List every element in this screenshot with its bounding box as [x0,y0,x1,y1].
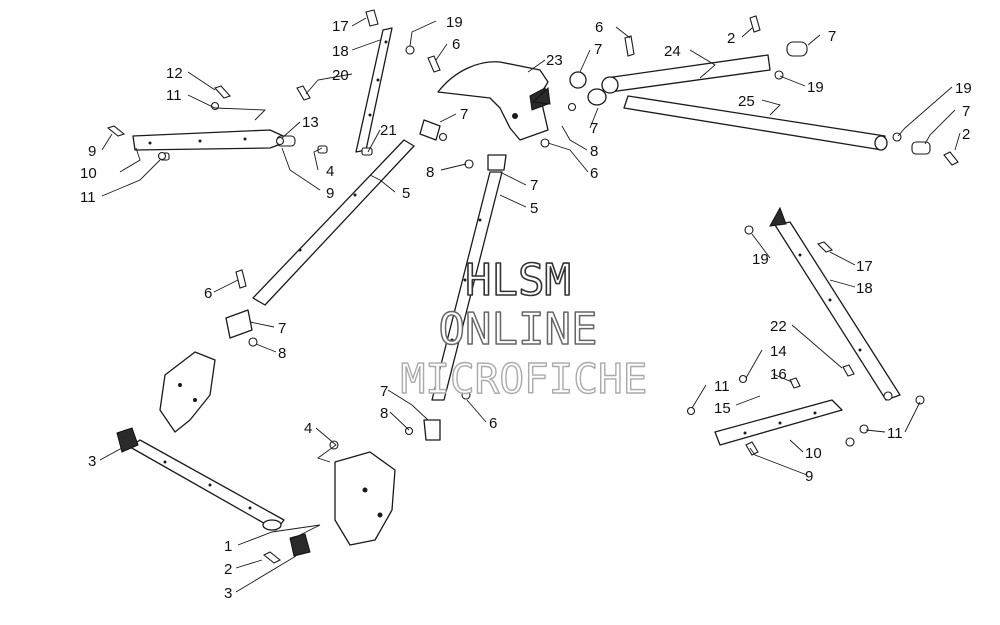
callout-3-lower: 3 [224,585,232,602]
callout-8-bottom: 8 [380,405,388,422]
callout-7-head-lower: 7 [590,120,598,137]
callout-8-left-mid: 8 [278,345,286,362]
callout-19-right: 19 [955,80,972,97]
callout-7-center: 7 [530,177,538,194]
bushing-7a [569,71,587,89]
callout-6-left-mid: 6 [204,285,212,302]
frame-bracket-bottom [334,451,396,546]
callout-2-top-right: 2 [727,30,735,47]
strut-18-right [774,221,901,401]
callout-13: 13 [302,114,319,131]
pointer-arrow-top [531,86,551,105]
callout-7-bottom: 7 [380,383,388,400]
clamp-7-center [487,154,507,171]
callout-19-right-strut: 19 [752,251,769,268]
callout-4-upper: 4 [326,163,334,180]
callout-24: 24 [664,43,681,60]
head-tube-23 [437,61,549,141]
callout-9-right: 9 [805,468,813,485]
frame-bracket-left [159,351,216,433]
callout-11-right: 11 [887,425,903,442]
callout-21: 21 [380,122,397,139]
callout-3-upper: 3 [88,453,96,470]
callout-18-right: 18 [856,280,873,297]
callout-8-center: 8 [426,164,434,181]
watermark-line-1: HLSM [465,255,571,306]
brace-10-lower [714,399,843,446]
callout-11-right-left: 11 [714,378,730,395]
brace-10-upper [132,129,293,151]
callout-11-lower: 11 [80,189,96,206]
callout-10-left: 10 [80,165,97,182]
callout-5-center: 5 [530,200,538,217]
callout-8-head-right: 8 [590,143,598,160]
bar-1 [129,439,285,531]
callout-2-right: 2 [962,126,970,143]
callout-19-top: 19 [446,14,463,31]
callout-22: 22 [770,318,787,335]
callout-5-left: 5 [402,185,410,202]
cap-7-right [911,141,931,155]
clamp-7-lower-left [225,309,253,339]
pointer-arrow-right [769,206,787,227]
callout-1: 1 [224,538,232,555]
callout-7-right: 7 [962,103,970,120]
callout-12: 12 [166,65,183,82]
callout-20: 20 [332,67,349,84]
tube-5-left [252,139,415,306]
callout-4-lower: 4 [304,420,312,437]
callout-7-top-right: 7 [828,28,836,45]
watermark: HLSM ONLINE MICROFICHE [400,254,648,404]
callout-6-head-top: 6 [595,19,603,36]
callout-labels: 17 18 20 19 6 12 11 13 9 10 11 4 9 21 5 … [80,14,972,602]
callout-18-top: 18 [332,43,349,60]
bushing-7b [587,88,607,106]
tube-24 [605,54,771,93]
callout-11-upper: 11 [166,87,182,104]
callout-6-center: 6 [590,165,598,182]
callout-17-top: 17 [332,18,349,35]
callout-7-head-right: 7 [594,41,602,58]
parts [116,27,931,557]
cap-7 [786,41,808,57]
callout-6-top: 6 [452,36,460,53]
callout-10-right: 10 [805,445,822,462]
callout-9-left: 9 [88,143,96,160]
callout-6-bottom: 6 [489,415,497,432]
leader-lines [99,17,961,593]
cap-3-lower [289,533,311,557]
watermark-line-3: MICROFICHE [401,355,648,403]
callout-15: 15 [714,400,731,417]
callout-7-center-top: 7 [460,106,468,123]
callout-9-mid: 9 [326,185,334,202]
callout-23: 23 [546,52,563,69]
callout-14: 14 [770,343,787,360]
watermark-line-2: ONLINE [439,304,598,355]
callout-7-left-mid: 7 [278,320,286,337]
cap-3-upper [116,427,139,453]
callout-16: 16 [770,366,787,383]
nut-21 [361,147,373,156]
clamp-7-bottom [423,419,441,441]
clamp-7-top-left [419,119,441,141]
callout-19-top-right: 19 [807,79,824,96]
callout-2-bottom: 2 [224,561,232,578]
callout-25: 25 [738,93,755,110]
callout-17-right: 17 [856,258,873,275]
tube-5-center [431,171,503,401]
